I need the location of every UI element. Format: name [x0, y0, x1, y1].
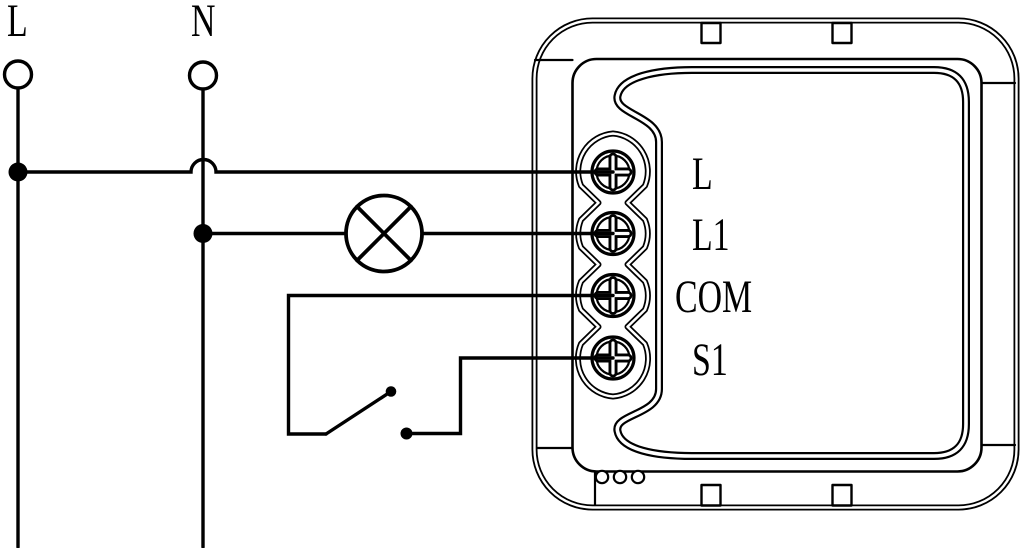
single-pole-switch-icon	[324, 389, 393, 436]
terminal-label-l: L	[692, 148, 713, 200]
switch-contact-dot	[400, 427, 413, 440]
terminal-label-l1: L1	[692, 209, 730, 261]
circuit-wiring	[2, 59, 615, 548]
module-outer-shell	[531, 17, 1020, 511]
supply-live-label: L	[7, 0, 28, 47]
module-inner-panel	[613, 66, 970, 460]
terminal-block-strip	[574, 130, 652, 400]
module-seam-lines	[533, 58, 1017, 507]
live-terminal-circle	[2, 59, 34, 90]
wire-com-to-switch	[286, 293, 615, 436]
junction-dots	[8, 162, 413, 440]
switch-blade-dot	[385, 386, 397, 397]
terminal-label-com: COM	[675, 271, 753, 323]
module-rim	[571, 57, 983, 473]
indicator-holes	[594, 469, 646, 485]
live-junction-dot	[8, 162, 28, 182]
neutral-junction-dot	[193, 224, 213, 243]
supply-neutral-label: N	[191, 0, 216, 47]
terminal-label-s1: S1	[692, 334, 728, 386]
neutral-terminal-circle	[187, 60, 219, 91]
wire-switch-to-s1	[404, 356, 615, 436]
lamp-icon	[344, 193, 424, 274]
module-clip-tabs	[700, 21, 853, 507]
module-body	[531, 17, 1020, 511]
wire-live-to-l	[16, 157, 615, 174]
